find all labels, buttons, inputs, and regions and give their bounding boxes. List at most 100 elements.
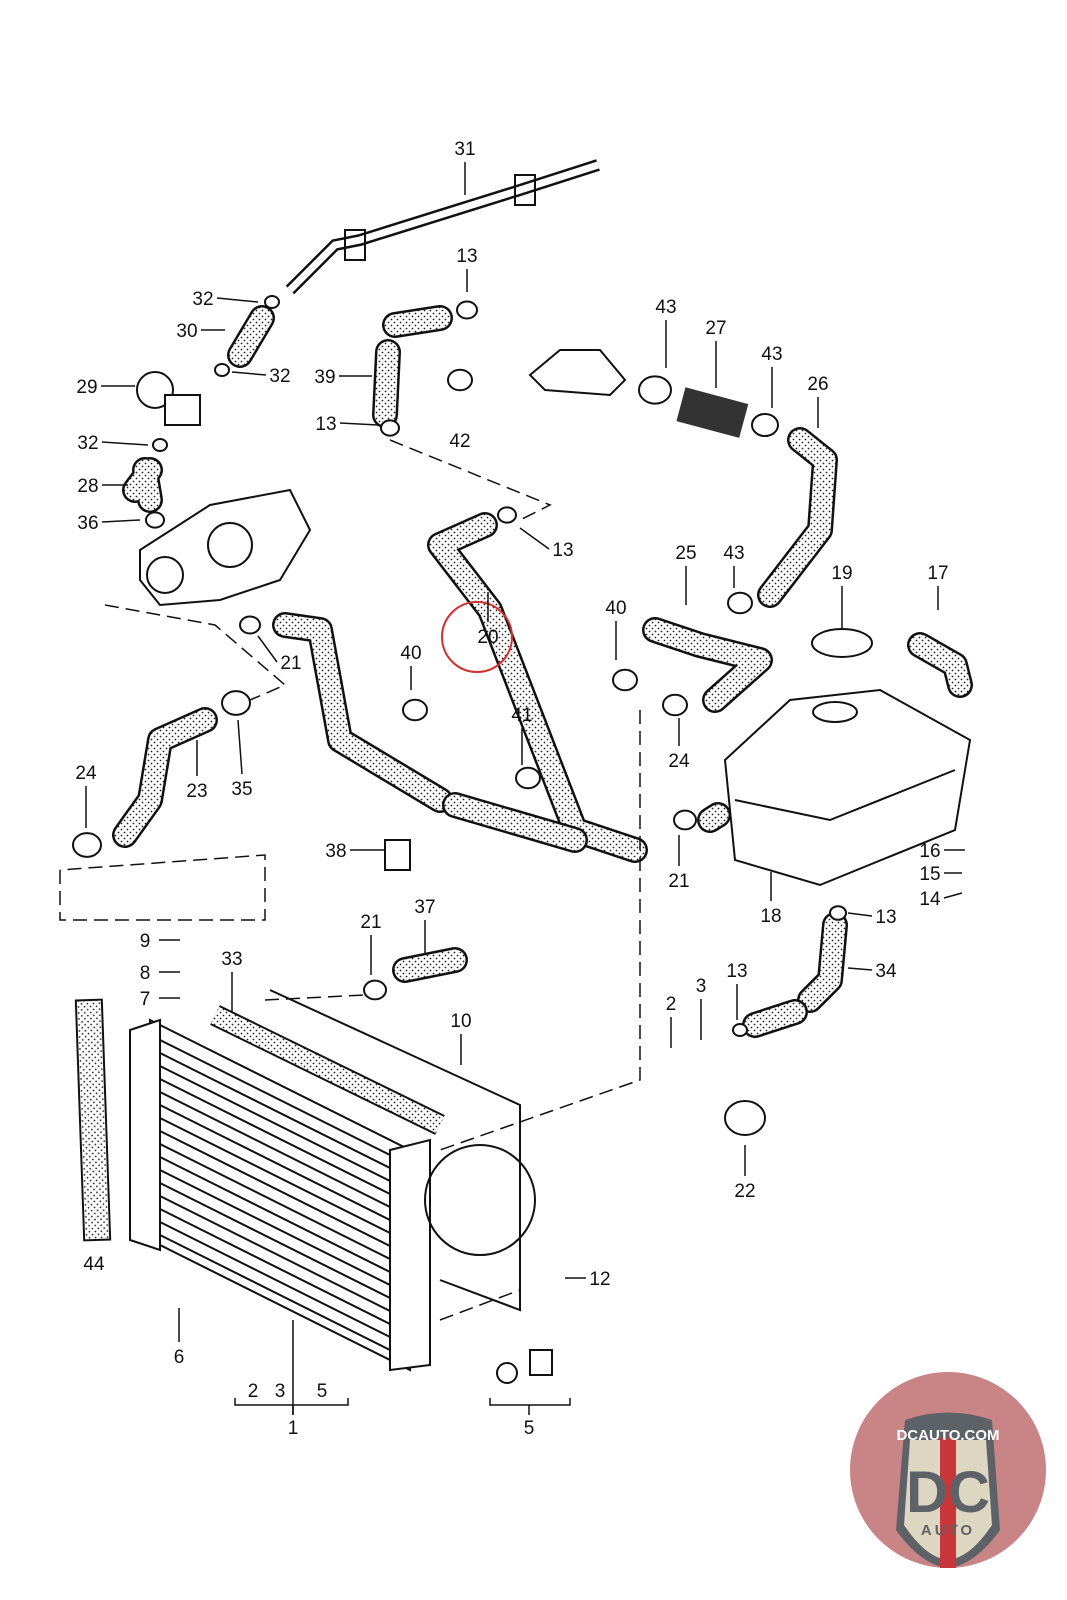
part-label-2: 2 bbox=[248, 1381, 259, 1402]
hose-clamp bbox=[72, 832, 102, 858]
highlight-circle-20 bbox=[441, 601, 513, 673]
part-label-33: 33 bbox=[221, 949, 242, 970]
part-label-13: 13 bbox=[726, 961, 747, 982]
part-label-3: 3 bbox=[696, 976, 707, 997]
part-label-17: 17 bbox=[927, 563, 948, 584]
part-label-2: 2 bbox=[666, 994, 677, 1015]
part-label-28: 28 bbox=[77, 476, 98, 497]
leader-line bbox=[257, 635, 278, 663]
hose-clamp bbox=[829, 905, 847, 921]
leader-line bbox=[847, 967, 873, 971]
dcauto-logo: DCAUTO.COM DC AUTO bbox=[850, 1372, 1046, 1568]
part-label-27: 27 bbox=[705, 318, 726, 339]
part-label-6: 6 bbox=[174, 1347, 185, 1368]
part-label-37: 37 bbox=[414, 897, 435, 918]
hose-clamp bbox=[612, 668, 638, 692]
part-label-32: 32 bbox=[77, 433, 98, 454]
leader-line bbox=[101, 519, 141, 523]
part-label-26: 26 bbox=[807, 374, 828, 395]
hose-clamp bbox=[751, 412, 779, 438]
hose-clamp bbox=[152, 438, 168, 452]
logo-word: AUTO bbox=[921, 1522, 975, 1539]
hose-clamp bbox=[727, 591, 753, 615]
hoses bbox=[112, 305, 973, 1038]
part-label-13: 13 bbox=[552, 540, 573, 561]
part-label-34: 34 bbox=[875, 961, 897, 982]
coupling-27 bbox=[676, 387, 749, 438]
part-label-43: 43 bbox=[655, 297, 676, 318]
part-label-5: 5 bbox=[524, 1418, 535, 1439]
leader-line bbox=[943, 892, 963, 899]
part-label-3: 3 bbox=[275, 1381, 286, 1402]
part-label-24: 24 bbox=[75, 763, 97, 784]
logo-letters: DC bbox=[906, 1460, 990, 1525]
hose-clamps bbox=[72, 295, 847, 1136]
hose-clamp bbox=[662, 693, 688, 717]
part-label-42: 42 bbox=[449, 431, 470, 452]
water-pump bbox=[139, 488, 312, 607]
part-label-36: 36 bbox=[77, 513, 98, 534]
thermostat-housing bbox=[528, 349, 627, 397]
parts-drawing bbox=[74, 159, 972, 1384]
group-brackets bbox=[234, 1398, 571, 1415]
hose-clamp bbox=[447, 368, 473, 392]
part-label-13: 13 bbox=[315, 414, 336, 435]
part-label-43: 43 bbox=[761, 344, 782, 365]
part-label-40: 40 bbox=[605, 598, 626, 619]
hose-clamp bbox=[264, 295, 280, 309]
hose-clamp bbox=[214, 363, 230, 377]
part-label-16: 16 bbox=[919, 841, 940, 862]
hose-clamp bbox=[380, 419, 400, 437]
part-label-18: 18 bbox=[760, 906, 781, 927]
part-label-32: 32 bbox=[192, 289, 213, 310]
part-label-23: 23 bbox=[186, 781, 207, 802]
seal-strip-44 bbox=[74, 998, 112, 1242]
part-label-20: 20 bbox=[477, 627, 498, 648]
part-label-22: 22 bbox=[734, 1181, 755, 1202]
cap-19 bbox=[811, 628, 873, 658]
hose-clamp bbox=[638, 375, 672, 405]
hose-clamp bbox=[497, 506, 517, 524]
part-label-5: 5 bbox=[317, 1381, 328, 1402]
hose-clamp bbox=[239, 615, 261, 635]
reference-lines bbox=[59, 439, 641, 1321]
part-label-21: 21 bbox=[360, 912, 381, 933]
hose-clamp bbox=[732, 1023, 748, 1037]
part-label-25: 25 bbox=[675, 543, 696, 564]
part-label-35: 35 bbox=[231, 779, 252, 800]
part-label-1: 1 bbox=[288, 1418, 299, 1439]
part-label-29: 29 bbox=[76, 377, 97, 398]
leader-line bbox=[847, 912, 873, 917]
part-label-19: 19 bbox=[831, 563, 852, 584]
part-label-15: 15 bbox=[919, 864, 940, 885]
part-label-32: 32 bbox=[269, 366, 290, 387]
part-label-9: 9 bbox=[140, 931, 151, 952]
leader-line bbox=[231, 371, 267, 376]
part-label-41: 41 bbox=[511, 705, 532, 726]
hose-clamp bbox=[221, 690, 251, 716]
part-label-38: 38 bbox=[325, 841, 346, 862]
leader-line bbox=[237, 719, 243, 775]
part-label-40: 40 bbox=[400, 643, 421, 664]
leader-line bbox=[101, 441, 149, 446]
part-label-7: 7 bbox=[140, 989, 151, 1010]
part-label-39: 39 bbox=[314, 367, 335, 388]
part-label-31: 31 bbox=[454, 139, 475, 160]
part-label-24: 24 bbox=[668, 751, 690, 772]
hose-clamp bbox=[515, 766, 541, 790]
part-label-13: 13 bbox=[456, 246, 477, 267]
hose-clamp bbox=[724, 1100, 766, 1136]
radiator-1 bbox=[129, 1018, 431, 1372]
hose-clamp bbox=[456, 300, 478, 320]
coolant-pipe-31 bbox=[285, 159, 600, 295]
part-label-44: 44 bbox=[83, 1254, 105, 1275]
part-label-43: 43 bbox=[723, 543, 744, 564]
part-label-13: 13 bbox=[875, 907, 896, 928]
part-label-30: 30 bbox=[176, 321, 197, 342]
hose-clamp bbox=[402, 698, 428, 722]
hose-clamp bbox=[363, 979, 387, 1001]
leader-line bbox=[519, 527, 550, 550]
part-label-8: 8 bbox=[140, 963, 151, 984]
